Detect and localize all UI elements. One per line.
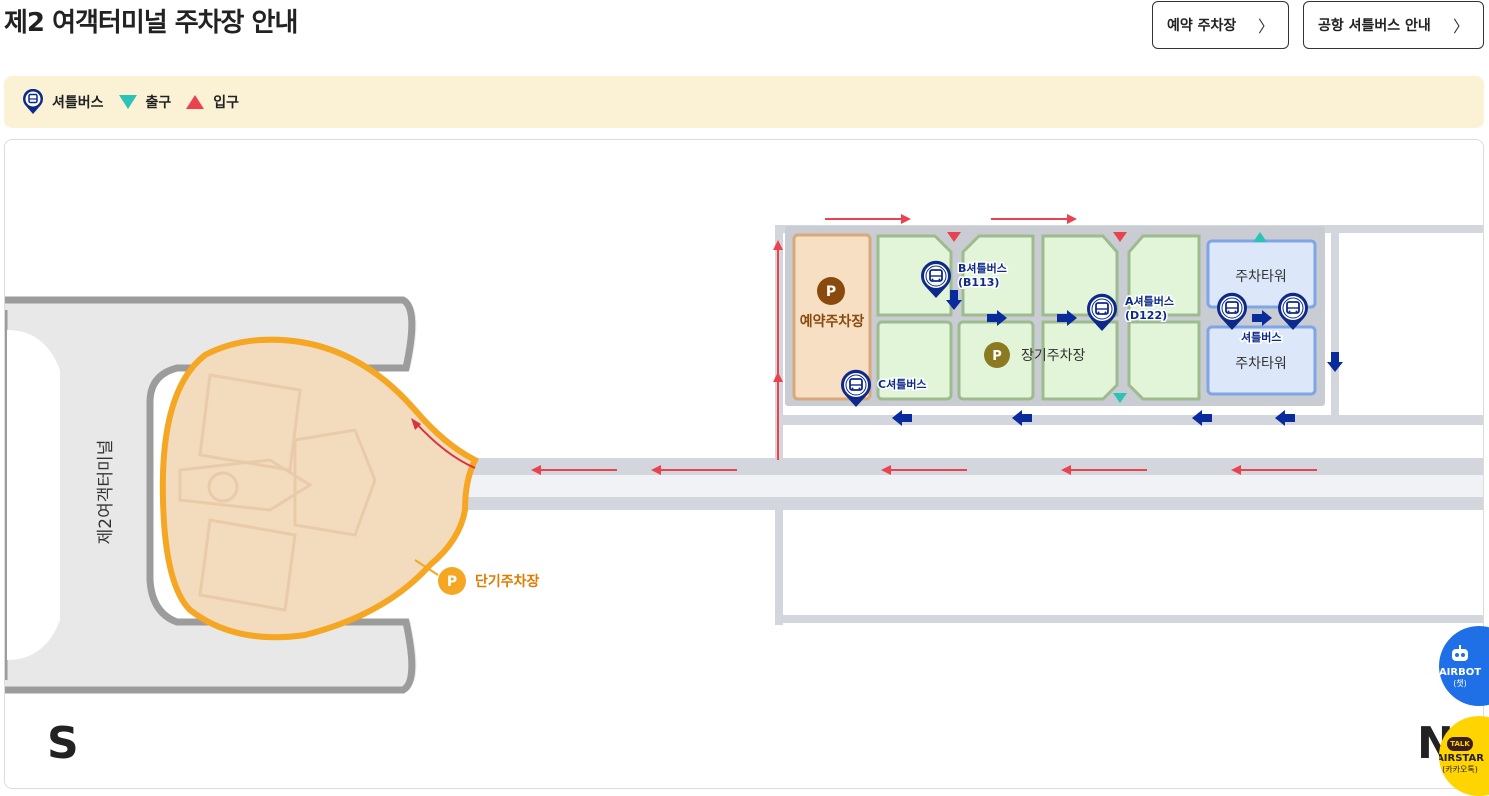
exit-markers (1113, 232, 1267, 403)
reserve-parking-label: 예약 주차장 (1167, 18, 1237, 34)
shuttle-stop-a[interactable]: A셔틀버스 (D122) (1086, 293, 1176, 332)
exit-triangle-icon (118, 95, 137, 109)
reserve-parking-button[interactable]: 예약 주차장 〉 (1152, 1, 1289, 49)
entrance-triangle-icon (186, 95, 205, 109)
reserved-parking-area: P 예약주차장 (792, 233, 872, 401)
shuttle-info-label: 공항 셔틀버스 안내 (1318, 18, 1431, 34)
shuttle-stop-c[interactable]: C셔틀버스 (840, 368, 928, 408)
short-term-parking-label: 단기주차장 (475, 573, 540, 590)
entry-flow-arrows (530, 213, 1318, 476)
entrance-markers (947, 232, 1127, 242)
terminal-label: 제2여객터미널 (96, 440, 116, 545)
parking-map-canvas: P 단기주차장 제2여객터미널 P 예약주차장 P 장기주차 (5, 213, 1483, 694)
shuttle-a-name: A셔틀버스 (1125, 294, 1174, 308)
shuttle-stop-tower[interactable]: 셔틀버스 (1216, 291, 1309, 346)
long-term-parking-label: 장기주차장 (1021, 348, 1086, 364)
chevron-right-icon: 〉 (1452, 17, 1469, 36)
long-term-p-symbol: P (992, 349, 1002, 364)
short-term-parking-area: P 단기주차장 (159, 336, 540, 641)
legend-shuttle: 셔틀버스 (22, 89, 104, 115)
shuttle-b-name: B셔틀버스 (958, 261, 1007, 275)
parking-tower-area: 주차타워 주차타워 (1206, 239, 1317, 396)
compass-south: S (47, 718, 79, 769)
terminal-building (5, 296, 417, 694)
parking-tower-bottom-label: 주차타워 (1235, 356, 1287, 372)
talk-badge-icon: TALK (1447, 737, 1473, 751)
parking-map: P 단기주차장 제2여객터미널 P 예약주차장 P 장기주차 (4, 139, 1484, 789)
short-term-p-symbol: P (447, 574, 457, 590)
shuttle-b-code: (B113) (958, 276, 999, 289)
reserved-parking-label: 예약주차장 (800, 313, 865, 330)
shuttle-c-name: C셔틀버스 (878, 377, 927, 391)
shuttle-tower-name: 셔틀버스 (1241, 330, 1281, 344)
shuttle-info-button[interactable]: 공항 셔틀버스 안내 〉 (1303, 1, 1484, 49)
legend-entrance-label: 입구 (213, 95, 240, 111)
airstar-subtitle: (카카오톡) (1442, 765, 1478, 774)
airbot-title: AIRBOT (1439, 667, 1482, 678)
legend-exit: 출구 (118, 92, 172, 112)
legend-exit-label: 출구 (145, 95, 172, 111)
airbot-subtitle: (챗) (1453, 679, 1467, 688)
page-title: 제2 여객터미널 주차장 안내 (4, 8, 298, 38)
shuttle-a-code: (D122) (1125, 309, 1167, 322)
map-legend: 셔틀버스 출구 입구 (4, 76, 1484, 128)
shuttle-stop-b[interactable]: B셔틀버스 (B113) (920, 260, 1008, 299)
airstar-title: AIRSTAR (1439, 753, 1484, 764)
legend-shuttle-label: 셔틀버스 (52, 95, 104, 111)
long-term-parking-label-group: P 장기주차장 (984, 342, 1086, 368)
shuttle-pin-icon (23, 89, 43, 114)
robot-icon (1452, 645, 1468, 661)
legend-entrance: 입구 (185, 92, 239, 112)
main-road (445, 225, 1483, 625)
chevron-right-icon: 〉 (1257, 17, 1274, 36)
reserved-p-symbol: P (826, 284, 836, 300)
parking-tower-top-label: 주차타워 (1235, 269, 1287, 285)
